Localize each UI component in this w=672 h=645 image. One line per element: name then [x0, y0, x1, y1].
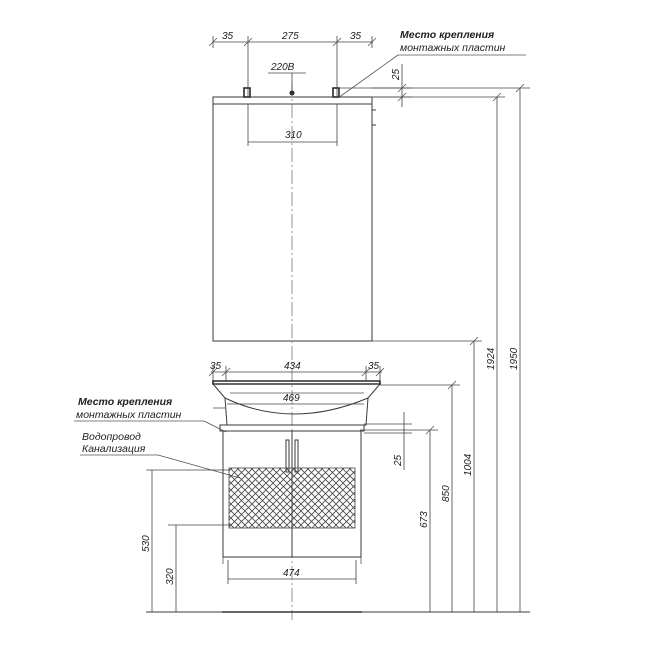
- dim-top-side-left: 35: [222, 31, 234, 42]
- dim-height-1004: 1004: [463, 453, 474, 476]
- label-sewage: Канализация: [82, 443, 146, 455]
- dim-height-530: 530: [141, 535, 152, 552]
- dim-basin-span: 434: [284, 361, 301, 372]
- dim-top-side-right: 35: [350, 31, 362, 42]
- mount-mid-line2: монтажных пластин: [76, 409, 182, 421]
- height-1924-dimension: [372, 92, 505, 612]
- dim-height-mirror-bottom: 1924: [486, 347, 497, 370]
- dim-top-span: 275: [281, 31, 299, 42]
- dim-basin-inner: 469: [283, 393, 300, 404]
- height-320-dimension: [168, 524, 232, 612]
- dim-mirror-drop: 25: [391, 68, 402, 81]
- socket-label: 220В: [270, 62, 295, 73]
- height-850-dimension: [380, 380, 460, 612]
- dim-cabinet-drop: 25: [393, 454, 404, 467]
- height-673-dimension: [360, 425, 438, 612]
- label-water-supply: Водопровод: [82, 431, 141, 443]
- dim-height-320: 320: [165, 568, 176, 585]
- height-530-dimension: [146, 469, 230, 612]
- height-1950-dimension: [372, 83, 530, 612]
- dim-mirror-inner: 310: [285, 130, 302, 141]
- dim-cabinet-bottom-span: 474: [283, 568, 300, 579]
- mount-mid-line1: Место крепления: [78, 396, 172, 408]
- dim-height-673: 673: [419, 511, 430, 528]
- mirror-cabinet: [212, 87, 376, 342]
- dim-basin-side-left: 35: [210, 361, 222, 372]
- dim-basin-side-right: 35: [368, 361, 380, 372]
- top-dimension: [208, 36, 377, 97]
- cabinet-bottom-dimension: [227, 560, 357, 584]
- height-1004-dimension: [372, 336, 482, 612]
- mount-top-line1: Место крепления: [400, 29, 494, 41]
- dim-height-850: 850: [441, 485, 452, 502]
- mount-top-line2: монтажных пластин: [400, 42, 506, 54]
- basin-dimension: [208, 366, 385, 381]
- cabinet-drop-dimension: [364, 412, 412, 470]
- dim-height-total: 1950: [509, 347, 520, 370]
